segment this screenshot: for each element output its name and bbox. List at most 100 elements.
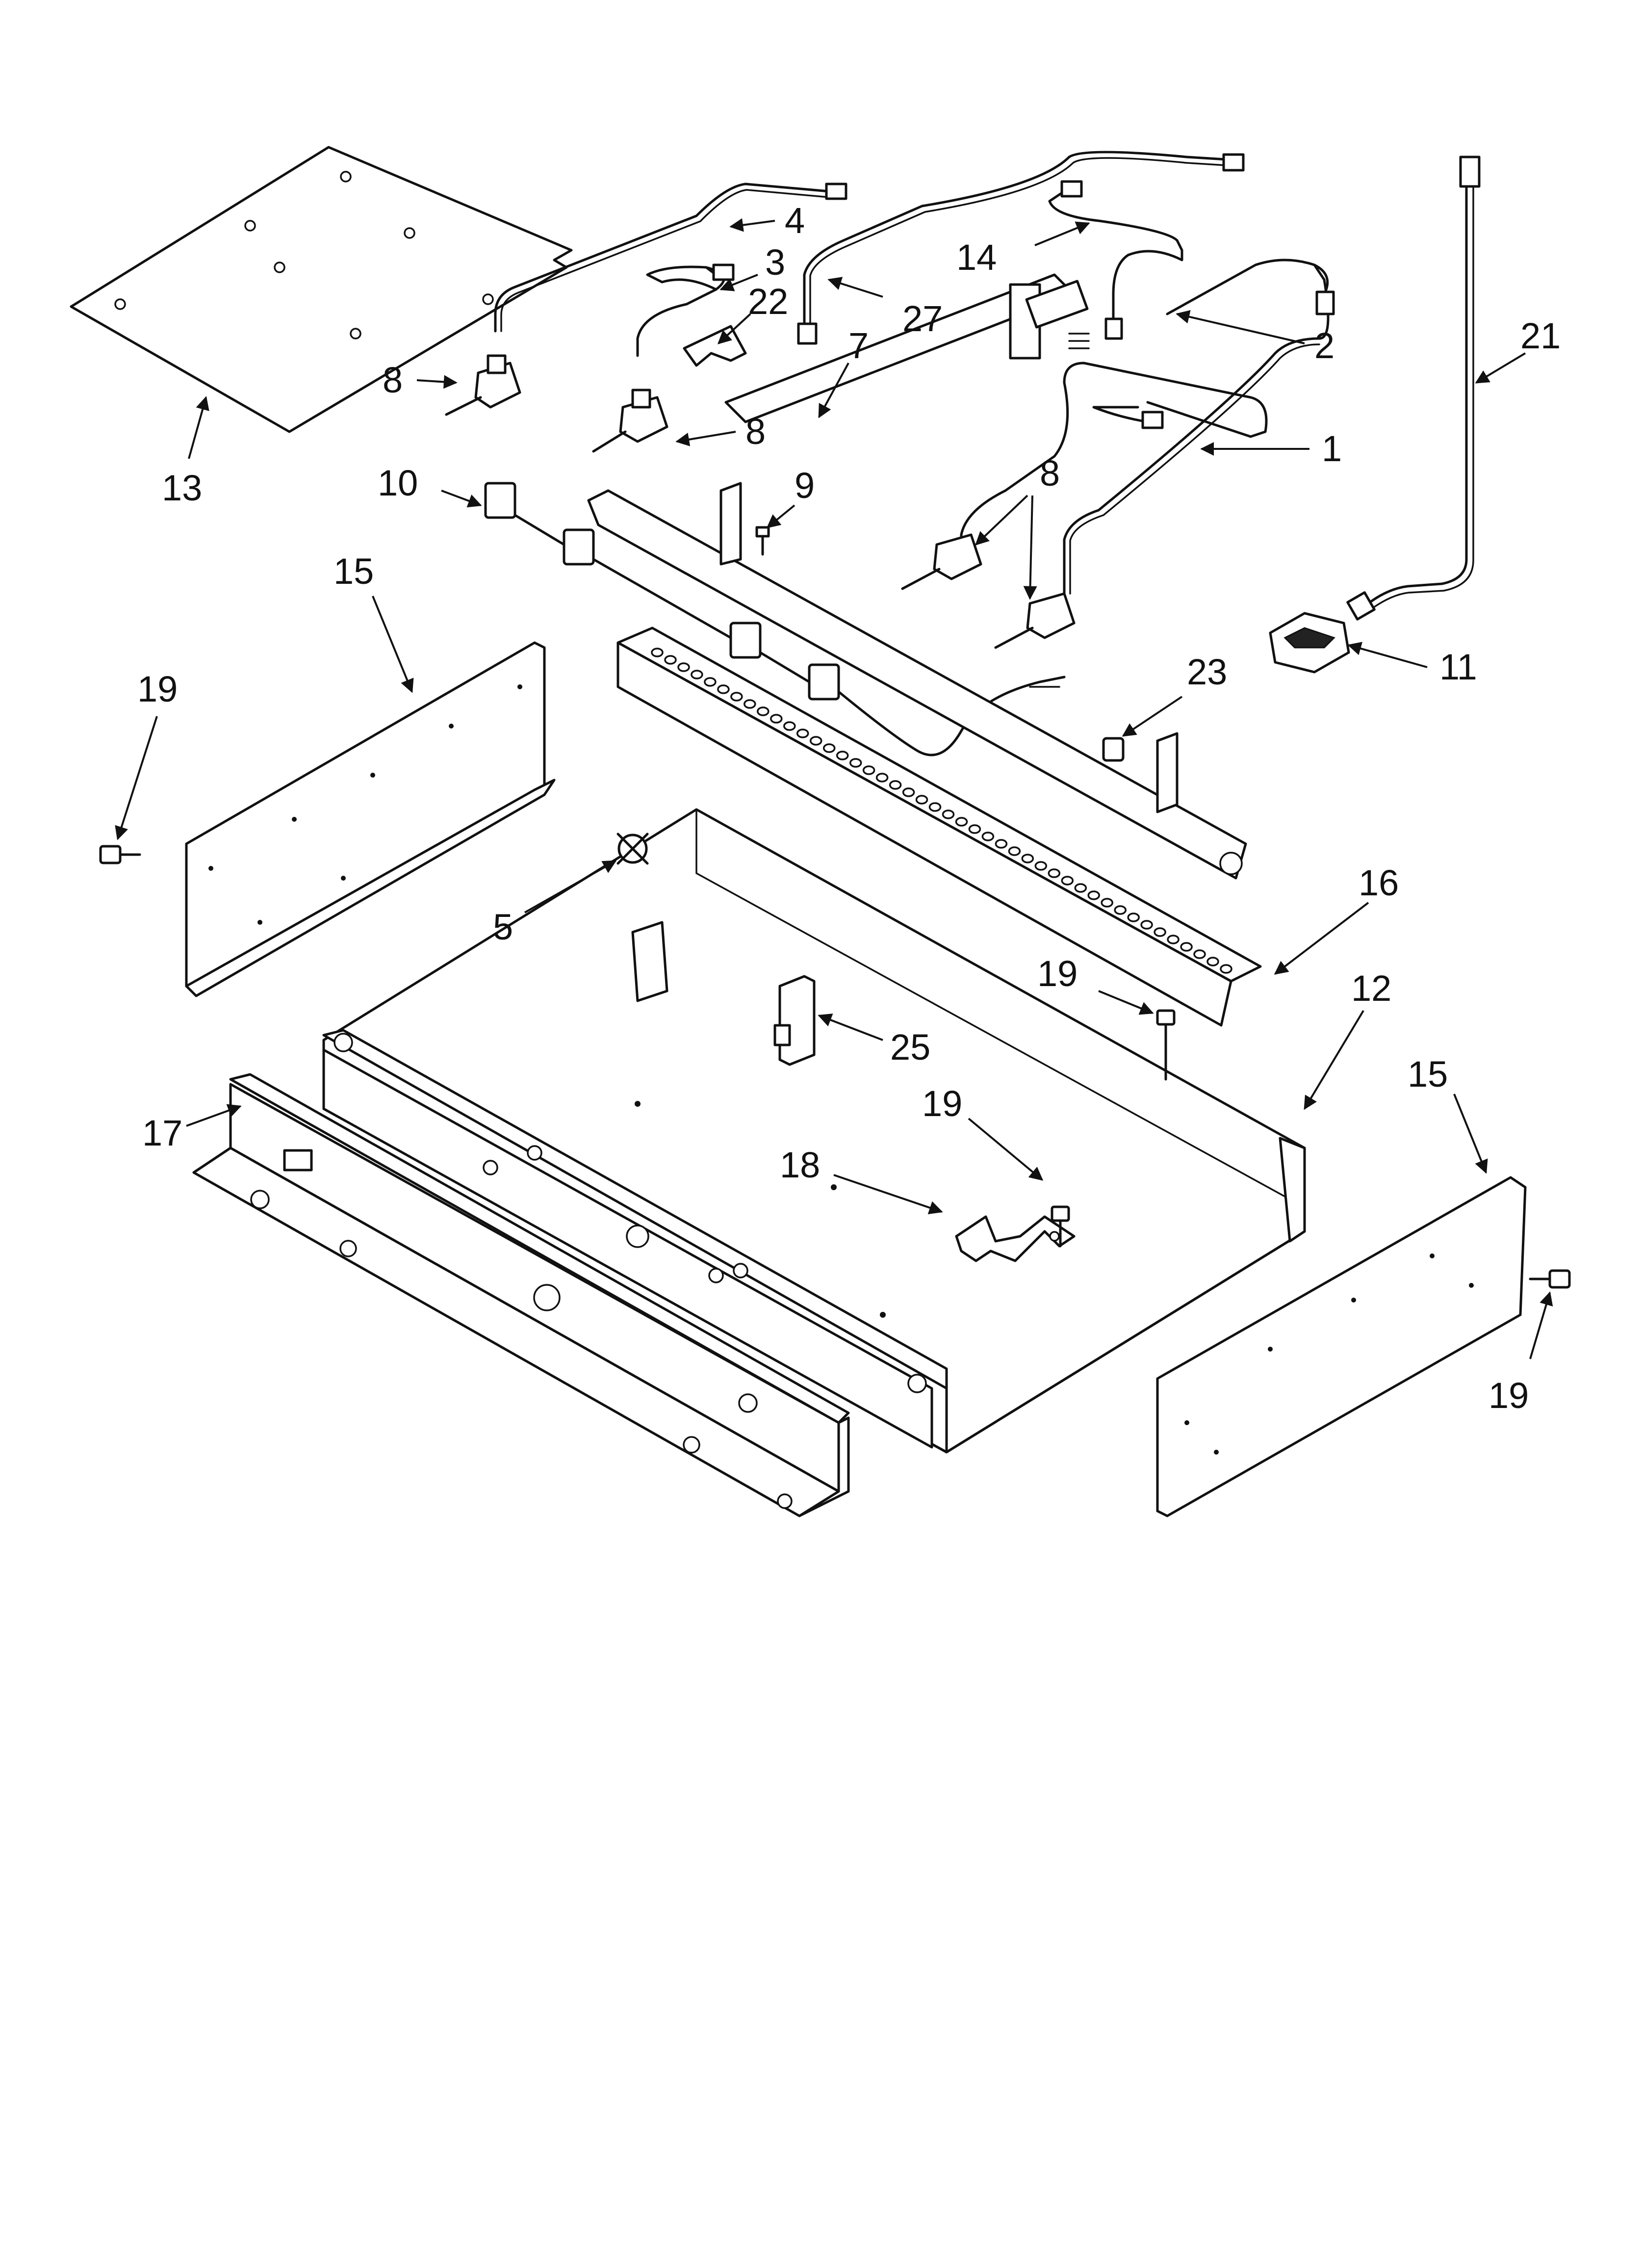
burner-port xyxy=(1193,949,1206,959)
callout-19-left: 19 xyxy=(115,669,178,840)
gas-valve-left xyxy=(445,354,521,416)
callout-14: 14 xyxy=(956,221,1090,278)
callout-13: 13 xyxy=(162,396,209,508)
callout-16: 16 xyxy=(1274,862,1399,975)
svg-text:18: 18 xyxy=(780,1145,820,1185)
callout-21: 21 xyxy=(1475,315,1561,384)
gas-tube-21 xyxy=(1367,156,1481,609)
svg-text:27: 27 xyxy=(902,298,943,339)
burner-port xyxy=(1101,898,1113,908)
burner-port xyxy=(1206,957,1219,966)
callout-15-left: 15 xyxy=(334,551,414,693)
callout-9: 9 xyxy=(766,465,815,528)
burner-port xyxy=(757,706,770,716)
burner-port xyxy=(704,677,717,687)
callout-12: 12 xyxy=(1304,968,1391,1110)
burner-bracket-16 xyxy=(616,626,1262,1027)
callout-23: 23 xyxy=(1122,652,1227,737)
callout-8-center: 8 xyxy=(675,411,766,452)
burner-port xyxy=(1154,927,1166,937)
orifice-fitting-23 xyxy=(1102,737,1125,762)
svg-text:8: 8 xyxy=(383,360,403,400)
burner-port xyxy=(1008,846,1021,856)
callout-19-right: 19 xyxy=(1488,1291,1553,1416)
gas-tube-4 xyxy=(494,182,847,333)
screw-19-right-tray xyxy=(1156,1009,1176,1081)
svg-text:22: 22 xyxy=(748,281,788,322)
burner-port xyxy=(928,802,942,812)
burner-port xyxy=(875,773,889,782)
burner-port xyxy=(915,795,928,805)
svg-text:11: 11 xyxy=(1439,647,1477,687)
tray-bracket-left xyxy=(631,921,668,1002)
igniter-switch-harness xyxy=(484,482,1066,756)
svg-text:25: 25 xyxy=(890,1027,930,1068)
svg-text:19: 19 xyxy=(137,669,178,709)
burner-port xyxy=(1180,942,1193,952)
burner-port xyxy=(677,662,690,672)
burner-port xyxy=(1061,876,1074,886)
burner-port xyxy=(968,824,981,834)
callout-11: 11 xyxy=(1347,642,1477,687)
front-bracket-17 xyxy=(192,1073,850,1517)
bracket-18 xyxy=(955,1215,1076,1262)
svg-text:16: 16 xyxy=(1359,862,1399,903)
cover-plate xyxy=(70,146,573,433)
gas-tube-27 xyxy=(797,151,1245,345)
gas-valve-right-upper xyxy=(901,533,982,590)
burner-port xyxy=(995,839,1008,849)
callout-4: 4 xyxy=(729,200,805,241)
callout-7: 7 xyxy=(818,325,869,418)
svg-text:1: 1 xyxy=(1322,428,1342,469)
thermostat-5 xyxy=(616,833,649,865)
callout-15-right: 15 xyxy=(1408,1054,1488,1174)
burner-port xyxy=(1220,964,1232,974)
manifold-rail xyxy=(587,482,1247,880)
bracket-22 xyxy=(683,325,747,367)
svg-text:7: 7 xyxy=(848,325,869,366)
svg-text:4: 4 xyxy=(785,200,805,241)
svg-text:13: 13 xyxy=(162,468,202,508)
burner-port xyxy=(730,692,743,702)
callout-17: 17 xyxy=(142,1104,242,1153)
burner-port xyxy=(664,655,677,665)
screw-19-left xyxy=(99,845,141,864)
burner-port xyxy=(1021,854,1034,863)
burner-port xyxy=(836,751,849,760)
gas-tube-14 xyxy=(1048,180,1183,340)
svg-text:19: 19 xyxy=(1488,1375,1529,1416)
svg-text:5: 5 xyxy=(493,907,513,947)
svg-text:12: 12 xyxy=(1351,968,1391,1009)
callout-2: 2 xyxy=(1176,310,1334,366)
callout-10: 10 xyxy=(378,463,482,508)
burner-port xyxy=(691,670,703,679)
svg-text:17: 17 xyxy=(142,1113,182,1153)
callout-18: 18 xyxy=(780,1145,943,1215)
callout-layer: 4 3 22 27 14 7 2 21 1 8 8 8 13 10 9 15 1… xyxy=(115,200,1561,1416)
burner-port xyxy=(955,817,968,827)
burner-port xyxy=(889,780,902,790)
svg-text:8: 8 xyxy=(745,411,766,452)
gas-valve-right-lower xyxy=(994,592,1076,649)
burner-port xyxy=(1048,868,1061,878)
svg-text:8: 8 xyxy=(1040,453,1060,494)
burner-port xyxy=(1114,905,1127,915)
burner-port xyxy=(902,787,915,797)
burner-port xyxy=(770,714,783,724)
burner-port xyxy=(717,684,730,694)
svg-text:23: 23 xyxy=(1187,652,1227,692)
pressure-regulator xyxy=(1269,591,1376,674)
callout-19-tray: 19 xyxy=(1037,953,1154,1015)
svg-text:19: 19 xyxy=(1037,953,1078,994)
callout-19-center: 19 xyxy=(922,1083,1044,1181)
chassis-front-rail xyxy=(322,1029,948,1449)
burner-port xyxy=(942,809,955,819)
gas-tube-2 xyxy=(1063,259,1335,595)
side-panel-right xyxy=(1156,1176,1527,1517)
burner-port xyxy=(1087,890,1100,900)
burner-port xyxy=(981,832,995,841)
burner-port xyxy=(862,765,875,775)
callout-5: 5 xyxy=(493,860,617,947)
screw-9 xyxy=(755,526,770,556)
